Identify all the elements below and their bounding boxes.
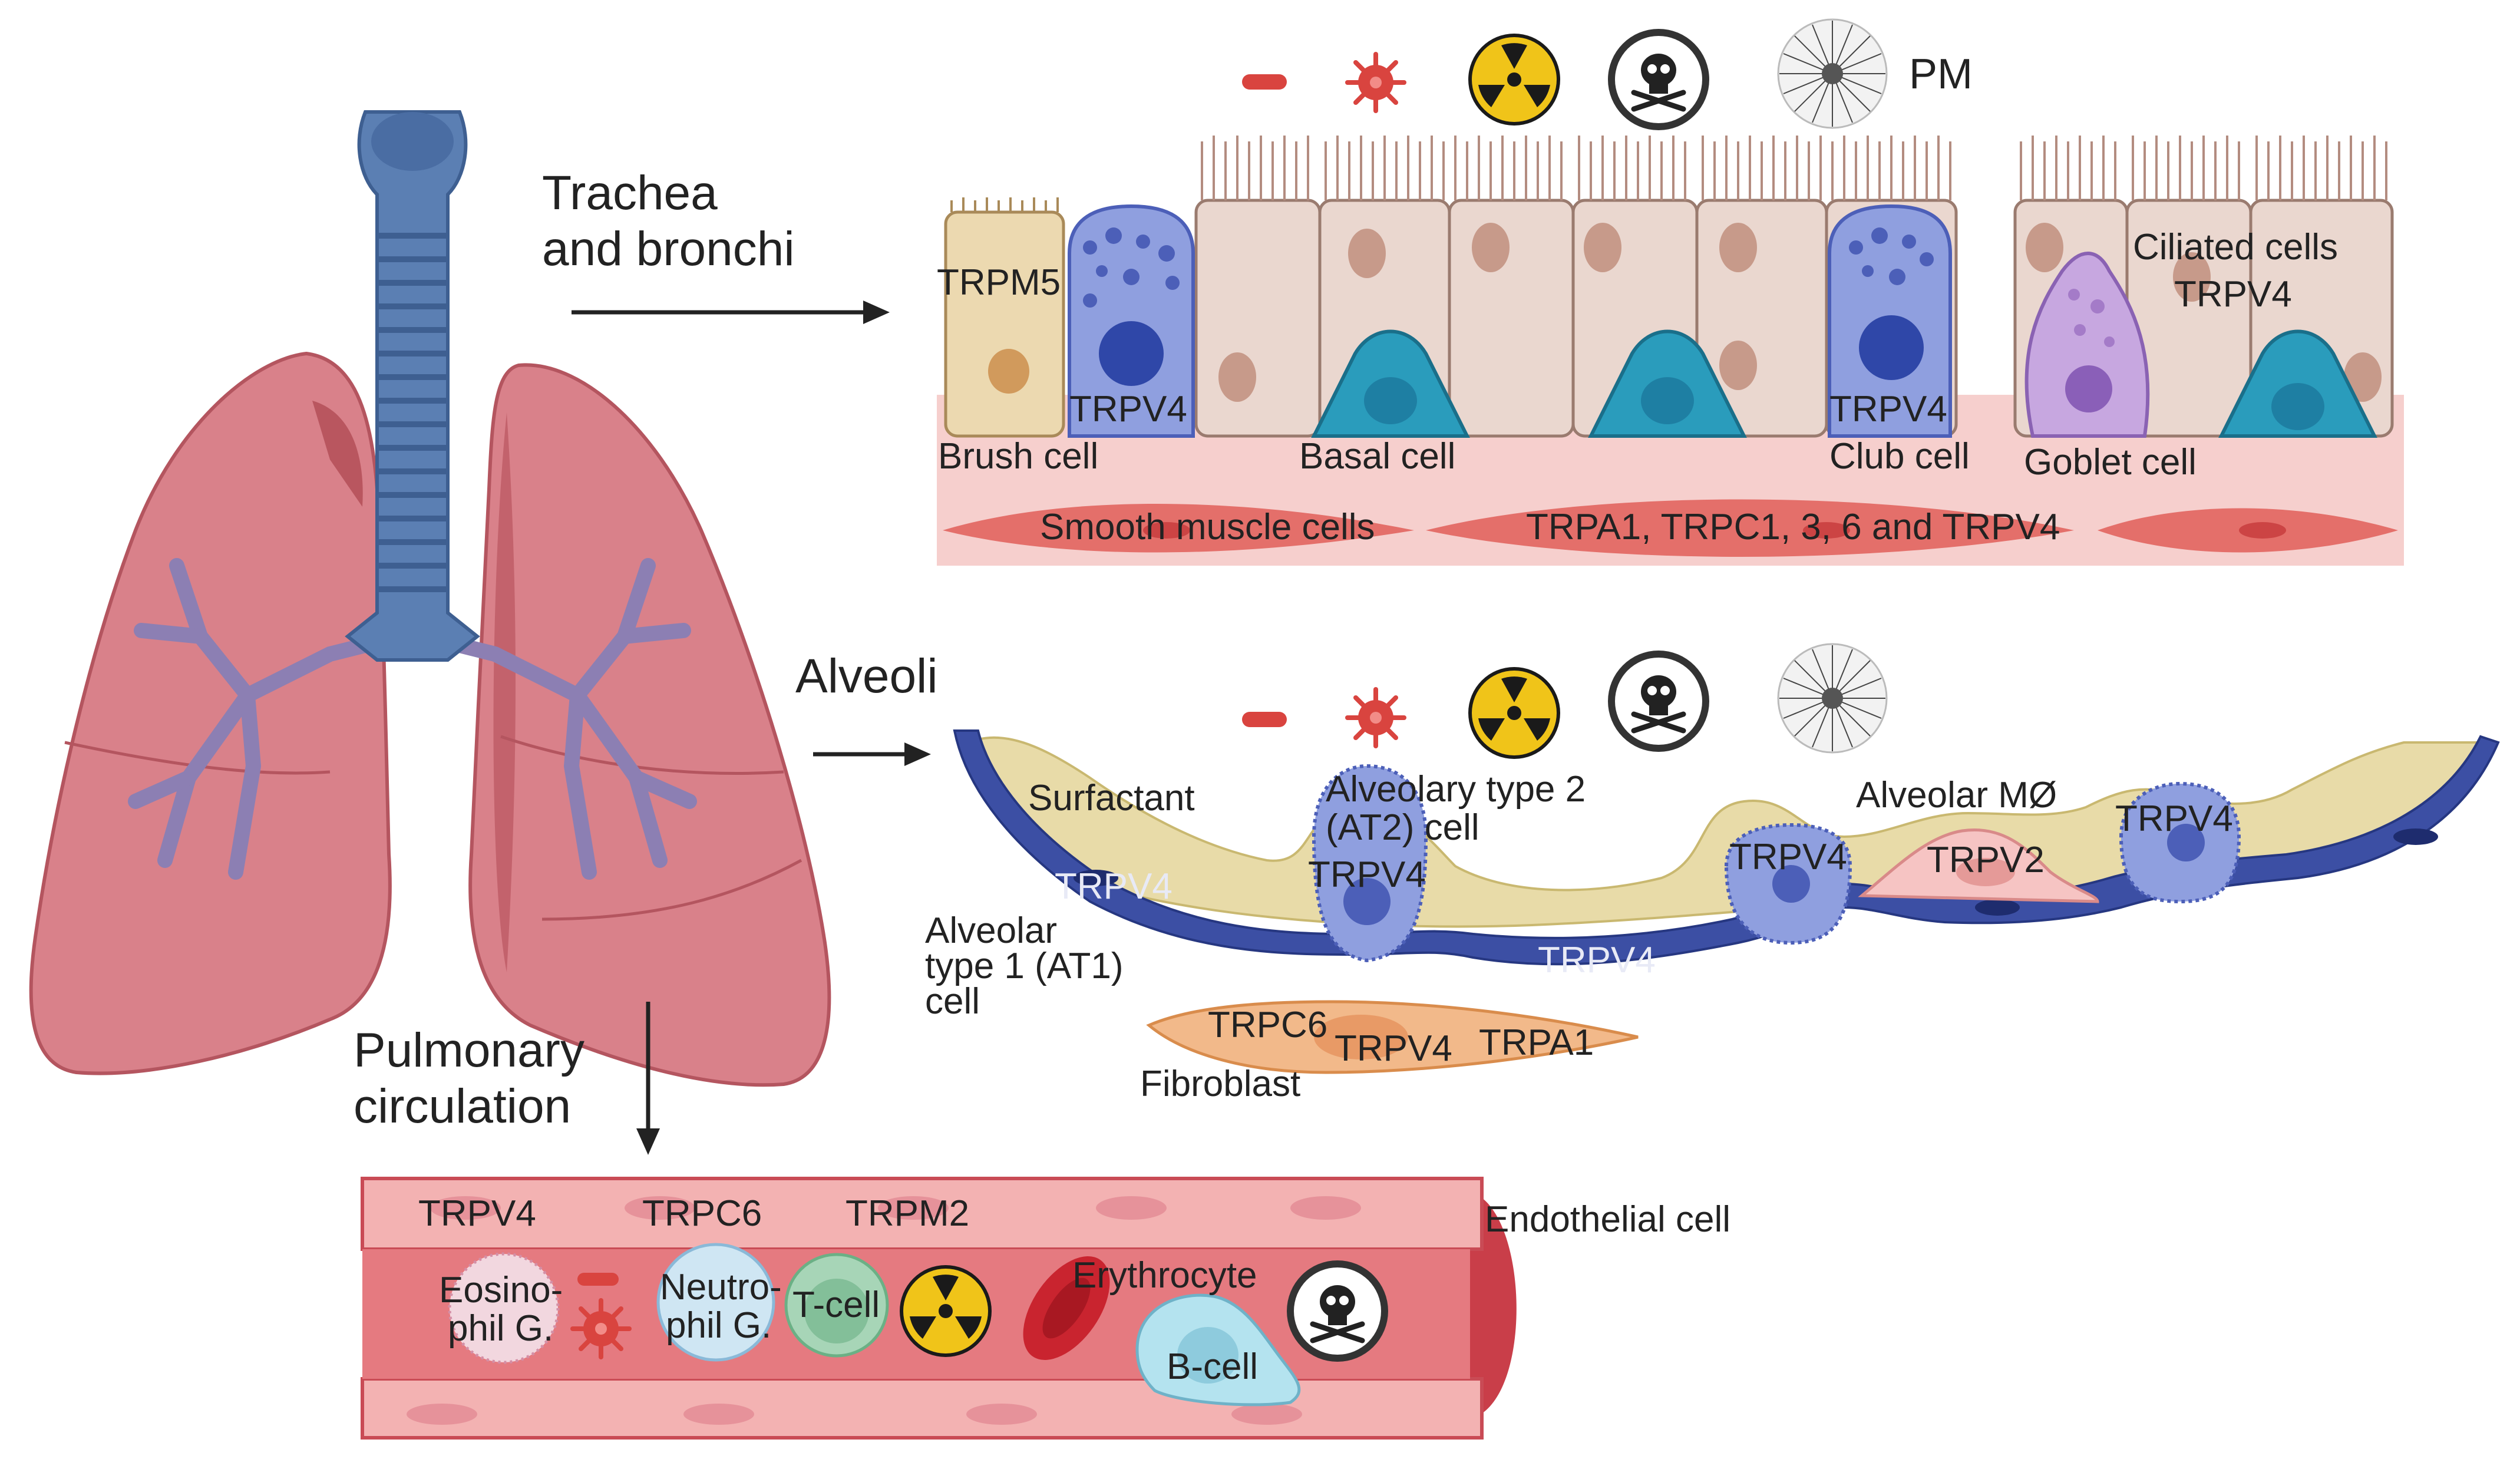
- t-cell-label: T-cell: [792, 1285, 880, 1325]
- pulmonary-arrow: [636, 1002, 660, 1155]
- top-stimuli: PM: [1242, 18, 1973, 130]
- blood-cells: [448, 1243, 1388, 1407]
- minus-icon: [1242, 74, 1287, 90]
- alveoli-skull-icon: [1608, 651, 1709, 752]
- alveoli-minus-icon: [1242, 712, 1287, 727]
- vessel-minus-icon: [577, 1273, 619, 1286]
- trpv4-ciliated-label: TRPV4: [2174, 274, 2292, 315]
- left-lung-shadow: [493, 412, 516, 972]
- alveolar-macrophage: [1858, 828, 2099, 903]
- trpc6-fib-label: TRPC6: [1208, 1005, 1327, 1045]
- club-cell: [1828, 204, 1952, 438]
- vessel-skull-icon: [1287, 1260, 1388, 1362]
- at2-cell-3: [2119, 781, 2241, 904]
- trachea-arrow: [572, 301, 890, 324]
- pm-label: PM: [1909, 51, 1973, 98]
- goblet-cell: [2024, 252, 2150, 438]
- alveoli-label: Alveoli: [795, 649, 938, 703]
- macrophage-label: Alveolar MØ: [1856, 775, 2057, 816]
- vessel-trpm2-label: TRPM2: [845, 1193, 969, 1234]
- smooth-muscle-layer: [943, 499, 2398, 557]
- right-lung-shadow: [312, 401, 363, 507]
- lung-illustration: [29, 110, 831, 1087]
- brush-cell: [944, 197, 1065, 438]
- eosinophil-label: Eosino-phil G.: [439, 1270, 563, 1349]
- smooth-muscle-label: Smooth muscle cells: [1040, 507, 1375, 547]
- trachea: [345, 110, 480, 662]
- eosinophil: [448, 1252, 560, 1364]
- trpv2-label: TRPV2: [1927, 840, 2045, 880]
- trpm5-label: TRPM5: [937, 262, 1061, 303]
- alveoli-panel: Surfactant Alveolary type 2(AT2) cell Al…: [925, 643, 2500, 1104]
- endothelial-nuclei: [407, 1196, 1361, 1425]
- club-cell-label: Club cell: [1829, 436, 1970, 477]
- trpa1-fib-label: TRPA1: [1479, 1022, 1594, 1063]
- alveoli-stimuli: [1242, 643, 1888, 759]
- endothelial-cell-label: Endothelial cell: [1485, 1199, 1730, 1240]
- lung-fissure-left: [500, 735, 784, 775]
- basal-cell-label: Basal cell: [1299, 436, 1455, 477]
- vessel-radiation-icon: [900, 1265, 992, 1357]
- trpv4-at2-2-label: TRPV4: [1729, 837, 1847, 877]
- trpv4-club-label: TRPV4: [1829, 389, 1947, 430]
- neutrophil-label: Neutro-phil G.: [660, 1267, 782, 1346]
- vessel-trpv4-label: TRPV4: [418, 1193, 536, 1234]
- alveoli-pm-icon: [1777, 643, 1888, 754]
- trpv4-epithelial-cell: [1068, 204, 1195, 438]
- trpv4-brush-label: TRPV4: [1069, 389, 1187, 430]
- erythrocyte-label: Erythrocyte: [1072, 1255, 1257, 1296]
- ciliated-cells-label: Ciliated cells: [2133, 227, 2338, 268]
- at1-cell-band: [953, 729, 2500, 966]
- left-lung: [468, 363, 831, 1087]
- neutrophil: [656, 1243, 775, 1362]
- b-cell-label: B-cell: [1167, 1346, 1258, 1387]
- fibroblast: [1146, 1000, 1639, 1074]
- trpv4-at1-left-label: TRPV4: [1055, 866, 1173, 907]
- virus-icon: [1347, 54, 1404, 111]
- trpv4-fib-label: TRPV4: [1335, 1028, 1452, 1069]
- at2-cell-1: [1312, 764, 1428, 963]
- vessel-trpc6-label: TRPC6: [642, 1193, 762, 1234]
- brush-cell-label: Brush cell: [938, 436, 1098, 477]
- toxin-skull-icon: [1608, 29, 1709, 130]
- alveoli-virus-icon: [1347, 689, 1404, 746]
- smooth-muscle-channels-label: TRPA1, TRPC1, 3, 6 and TRPV4: [1526, 507, 2060, 547]
- lung-fissure-left-lower: [541, 859, 802, 921]
- surfactant-label: Surfactant: [1028, 778, 1195, 818]
- cilia: [1201, 136, 2387, 200]
- trpv4-at2-1-label: TRPV4: [1308, 854, 1426, 895]
- radiation-icon: [1468, 34, 1560, 126]
- goblet-cell-label: Goblet cell: [2024, 442, 2197, 483]
- alveoli-arrow: [813, 742, 931, 766]
- bronchial-tree: [128, 558, 697, 880]
- at2-label: Alveolary type 2(AT2) cell: [1326, 769, 1586, 848]
- blood-vessel-panel: TRPV4 TRPC6 TRPM2 Endothelial cell Eosin…: [361, 1177, 1730, 1440]
- at2-cell-2: [1724, 823, 1852, 945]
- alveoli-radiation-icon: [1468, 667, 1560, 759]
- vessel-wall-bottom: [361, 1377, 1484, 1440]
- vessel-virus-icon: [573, 1300, 629, 1357]
- fibroblast-label: Fibroblast: [1140, 1064, 1300, 1104]
- airway-epithelium-panel: TRPM5 TRPV4 Brush cell Basal cell TRPV4 …: [937, 136, 2404, 566]
- trpv4-at1-mid-label: TRPV4: [1538, 940, 1656, 981]
- particulate-matter-icon: [1777, 18, 1888, 129]
- trpv4-at2-3-label: TRPV4: [2115, 798, 2233, 839]
